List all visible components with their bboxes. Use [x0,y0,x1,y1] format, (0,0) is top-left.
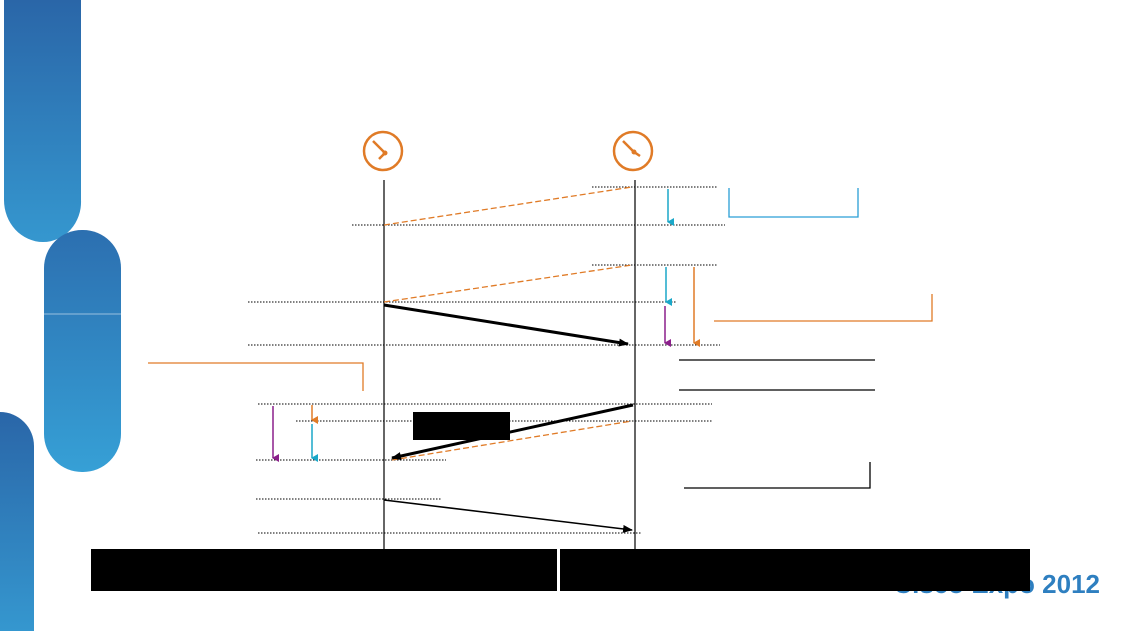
offset-line [383,186,633,226]
callout-bracket [684,462,871,489]
master-clock-icon [362,130,404,172]
offset-line [391,420,633,461]
message-arrows [383,303,634,533]
delay-request-arrow [391,403,634,460]
callout-bracket [148,362,364,391]
slave-clock-icon [612,130,654,172]
footer-bar-right [560,549,1027,591]
offset-line [383,264,633,303]
sync-message-arrow [383,303,629,347]
delay-response-arrow [383,499,633,533]
bottom-pill-shape [0,412,34,631]
message-label-box [413,412,510,440]
middle-pill-shape [44,230,121,472]
footer-bar-left [91,549,557,591]
callout-bracket [728,188,859,218]
top-pill-shape [4,0,82,243]
decorative-blue-shapes [0,0,121,631]
callout-bracket [714,294,933,322]
offset-lines [383,186,633,461]
reference-lines [248,186,725,534]
